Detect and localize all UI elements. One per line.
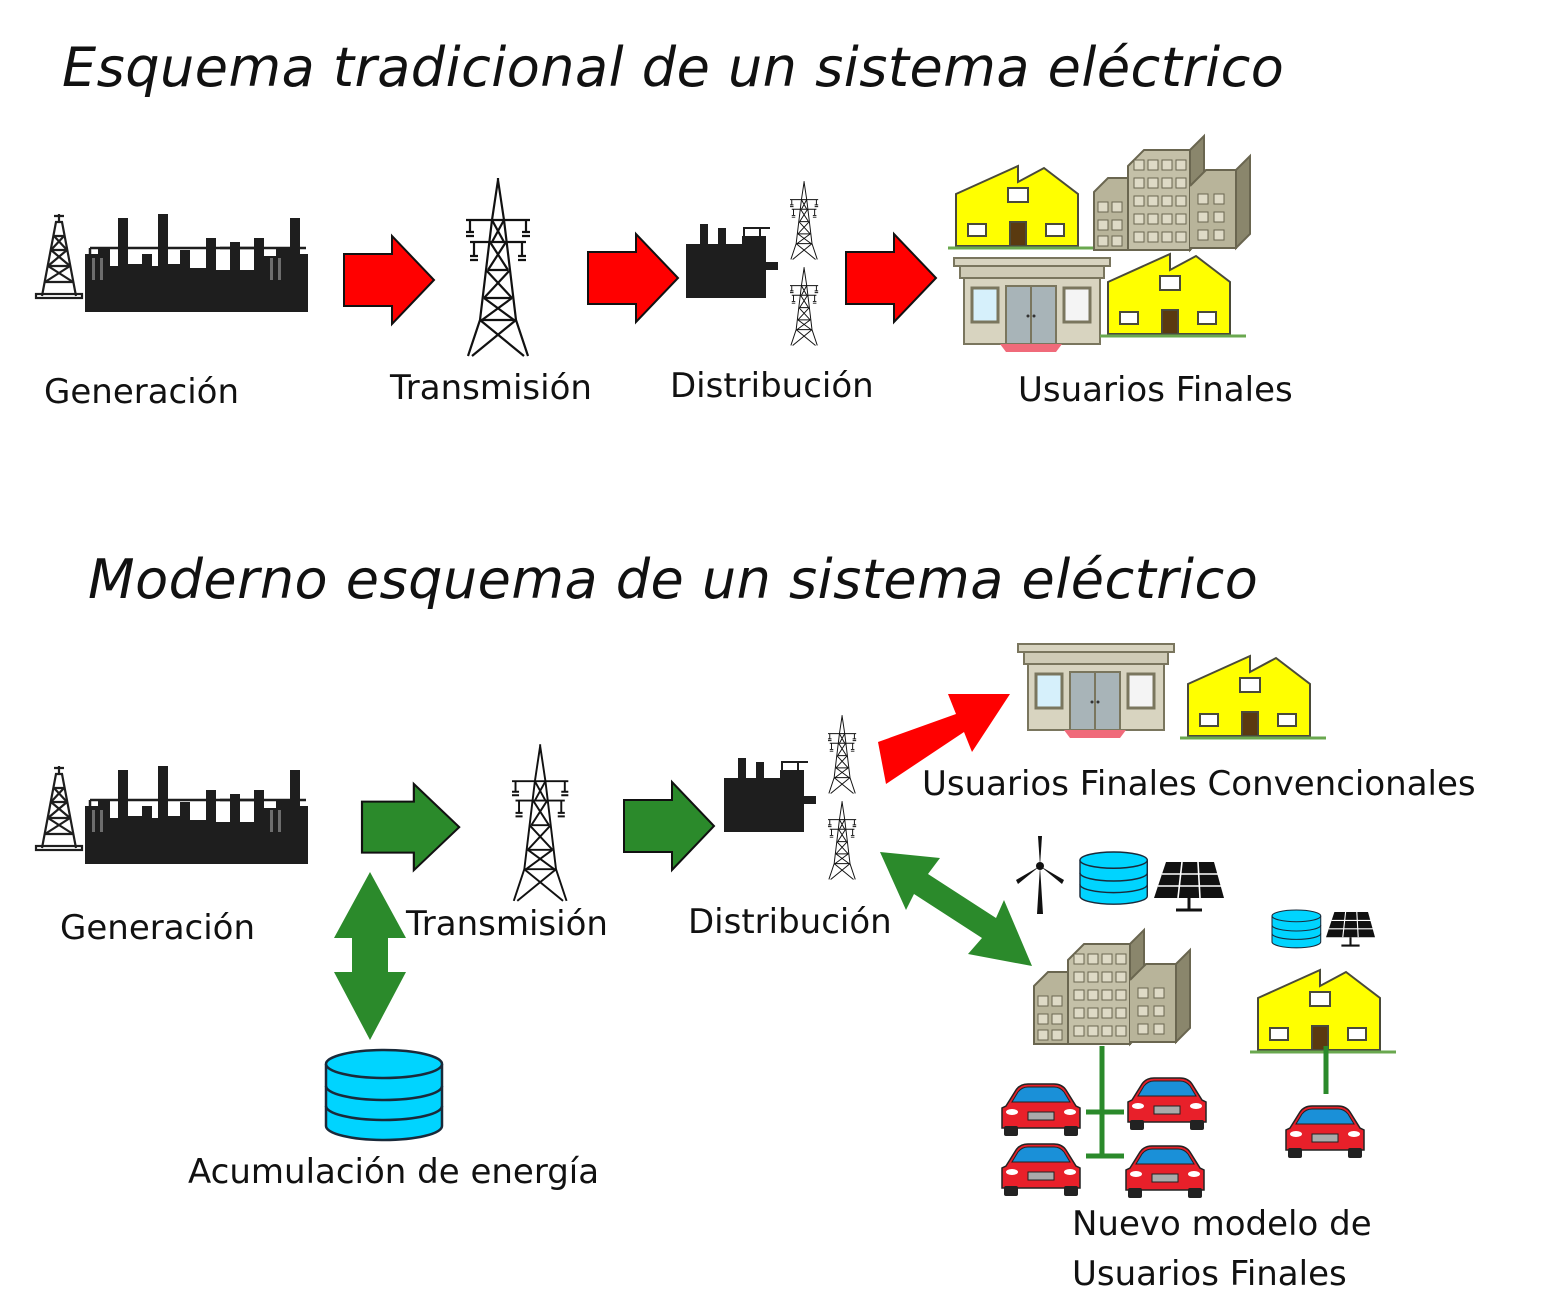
- mod-factory-icon: [34, 764, 310, 866]
- mod-transmission-label: Transmisión: [406, 904, 608, 944]
- mod-arrow-1: [360, 782, 461, 872]
- trad-house-icon-1: [946, 164, 1096, 250]
- car-icon-3: [1001, 1143, 1081, 1197]
- solar-panel-icon-2: [1324, 910, 1377, 947]
- mod-arrow-2: [623, 781, 715, 871]
- mod-conventional-users-label: Usuarios Finales Convencionales: [922, 764, 1476, 804]
- mod-arrow-storage: [334, 872, 406, 1040]
- solar-panel-icon-1: [1152, 860, 1226, 912]
- trad-building-icon: [1093, 135, 1251, 251]
- trad-arrow-2: [587, 233, 679, 323]
- mod-new-users-label-2: Usuarios Finales: [1072, 1254, 1347, 1294]
- trad-end-users-label: Usuarios Finales: [1018, 370, 1293, 410]
- trad-generation-label: Generación: [44, 372, 240, 412]
- mod-house-icon-1: [1178, 654, 1328, 740]
- car-icon-4: [1125, 1145, 1205, 1199]
- car-icon-5: [1285, 1105, 1365, 1159]
- mod-generation-label: Generación: [60, 908, 256, 948]
- mod-battery-icon-large: [324, 1048, 444, 1142]
- trad-arrow-1: [343, 235, 435, 325]
- mod-building-icon: [1033, 929, 1191, 1045]
- trad-arrow-3: [845, 233, 937, 323]
- mod-arrow-red-up: [878, 694, 1010, 784]
- trad-shop-icon: [952, 256, 1112, 354]
- trad-tower-icon: [464, 176, 532, 358]
- mod-battery-icon-small-2: [1271, 909, 1322, 949]
- mod-shop-icon: [1016, 642, 1176, 740]
- mod-new-users-label-1: Nuevo modelo de: [1072, 1204, 1372, 1244]
- trad-transmission-label: Transmisión: [390, 368, 592, 408]
- mod-tower-icon: [511, 743, 570, 902]
- modern-title: Moderno esquema de un sistema eléctrico: [88, 548, 1259, 611]
- trad-factory-icon: [34, 212, 310, 314]
- mod-house-icon-2: [1248, 968, 1398, 1054]
- mod-arrow-new-users: [880, 852, 1032, 966]
- trad-substation-icon: [686, 181, 818, 345]
- mod-storage-label: Acumulación de energía: [188, 1152, 600, 1192]
- wind-turbine-icon: [1016, 836, 1064, 914]
- mod-battery-icon-small-1: [1079, 851, 1149, 905]
- connection-lines: [1086, 1046, 1329, 1159]
- mod-substation-icon: [724, 715, 856, 879]
- trad-house-icon-2: [1098, 252, 1248, 338]
- car-icon-1: [1001, 1083, 1081, 1137]
- mod-distribution-label: Distribución: [688, 902, 892, 942]
- trad-distribution-label: Distribución: [670, 366, 874, 406]
- car-icon-2: [1127, 1077, 1207, 1131]
- traditional-title: Esquema tradicional de un sistema eléctr…: [62, 36, 1285, 99]
